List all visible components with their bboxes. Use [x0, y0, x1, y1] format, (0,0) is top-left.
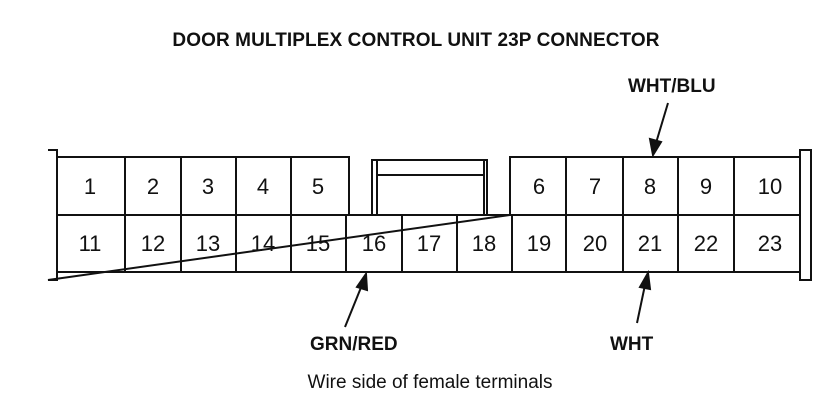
pin-7: 7: [589, 174, 601, 199]
pin-19: 19: [527, 231, 551, 256]
pin-20: 20: [583, 231, 607, 256]
wire-label-pin16: GRN/RED: [310, 334, 398, 355]
pin-22: 22: [694, 231, 718, 256]
pin-21: 21: [638, 231, 662, 256]
arrow-pin21: [636, 269, 652, 324]
wire-label-pin21: WHT: [610, 334, 654, 355]
pin-9: 9: [700, 174, 712, 199]
locking-tab: [376, 174, 485, 215]
arrow-pin16: [344, 271, 369, 328]
pin-16: 16: [362, 231, 386, 256]
arrow-pin8: [648, 102, 669, 158]
pin-18: 18: [472, 231, 496, 256]
wire-label-pin8: WHT/BLU: [628, 76, 716, 97]
pin-1: 1: [84, 174, 96, 199]
pin-15: 15: [306, 231, 330, 256]
pin-6: 6: [533, 174, 545, 199]
pin-5: 5: [312, 174, 324, 199]
pin-10: 10: [758, 174, 782, 199]
pin-4: 4: [257, 174, 269, 199]
pin-12: 12: [141, 231, 165, 256]
pin-13: 13: [196, 231, 220, 256]
pin-8: 8: [644, 174, 656, 199]
pin-17: 17: [417, 231, 441, 256]
pin-14: 14: [251, 231, 275, 256]
pin-11: 11: [79, 231, 102, 256]
diagram-caption: Wire side of female terminals: [307, 372, 553, 393]
pin-23: 23: [758, 231, 782, 256]
pin-3: 3: [202, 174, 214, 199]
pin-2: 2: [147, 174, 159, 199]
diagram-title: DOOR MULTIPLEX CONTROL UNIT 23P CONNECTO…: [172, 30, 660, 51]
